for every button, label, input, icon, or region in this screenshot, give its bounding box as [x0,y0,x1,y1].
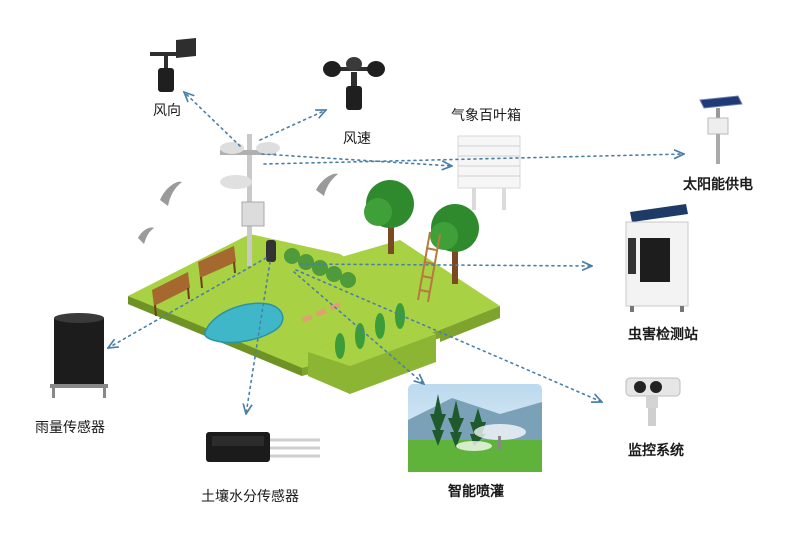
ladder-icon [417,231,441,303]
pond [204,302,284,344]
label-louver-box: 气象百叶箱 [451,108,521,124]
label-solar-power: 太阳能供电 [683,177,753,193]
tree-icon [364,180,479,284]
irrigation-photo [408,384,542,472]
label-soil-sensor: 土壤水分传感器 [201,489,299,505]
pest-station-icon [625,204,689,312]
solar-panel-icon [699,95,743,164]
paving-stones [301,302,341,323]
louver-box-icon [457,135,521,210]
soil-sensor-icon [206,432,320,462]
hedge-icon [284,248,356,288]
shrub-icon [335,303,405,359]
rain-gauge-icon [50,313,108,398]
label-wind-speed: 风速 [343,131,371,147]
label-rain-sensor: 雨量传感器 [35,420,105,436]
label-wind-direction: 风向 [153,103,181,119]
label-irrigation: 智能喷灌 [448,484,504,500]
label-pest-station: 虫害检测站 [628,327,698,343]
garden-platform [128,234,500,394]
label-monitoring: 监控系统 [628,443,684,459]
camera-icon [625,377,681,426]
wind-vane-icon [150,38,196,92]
anemometer-icon [323,57,385,110]
bird-icon [138,173,338,244]
bench-icon [152,246,236,317]
connector-lines [108,92,684,414]
